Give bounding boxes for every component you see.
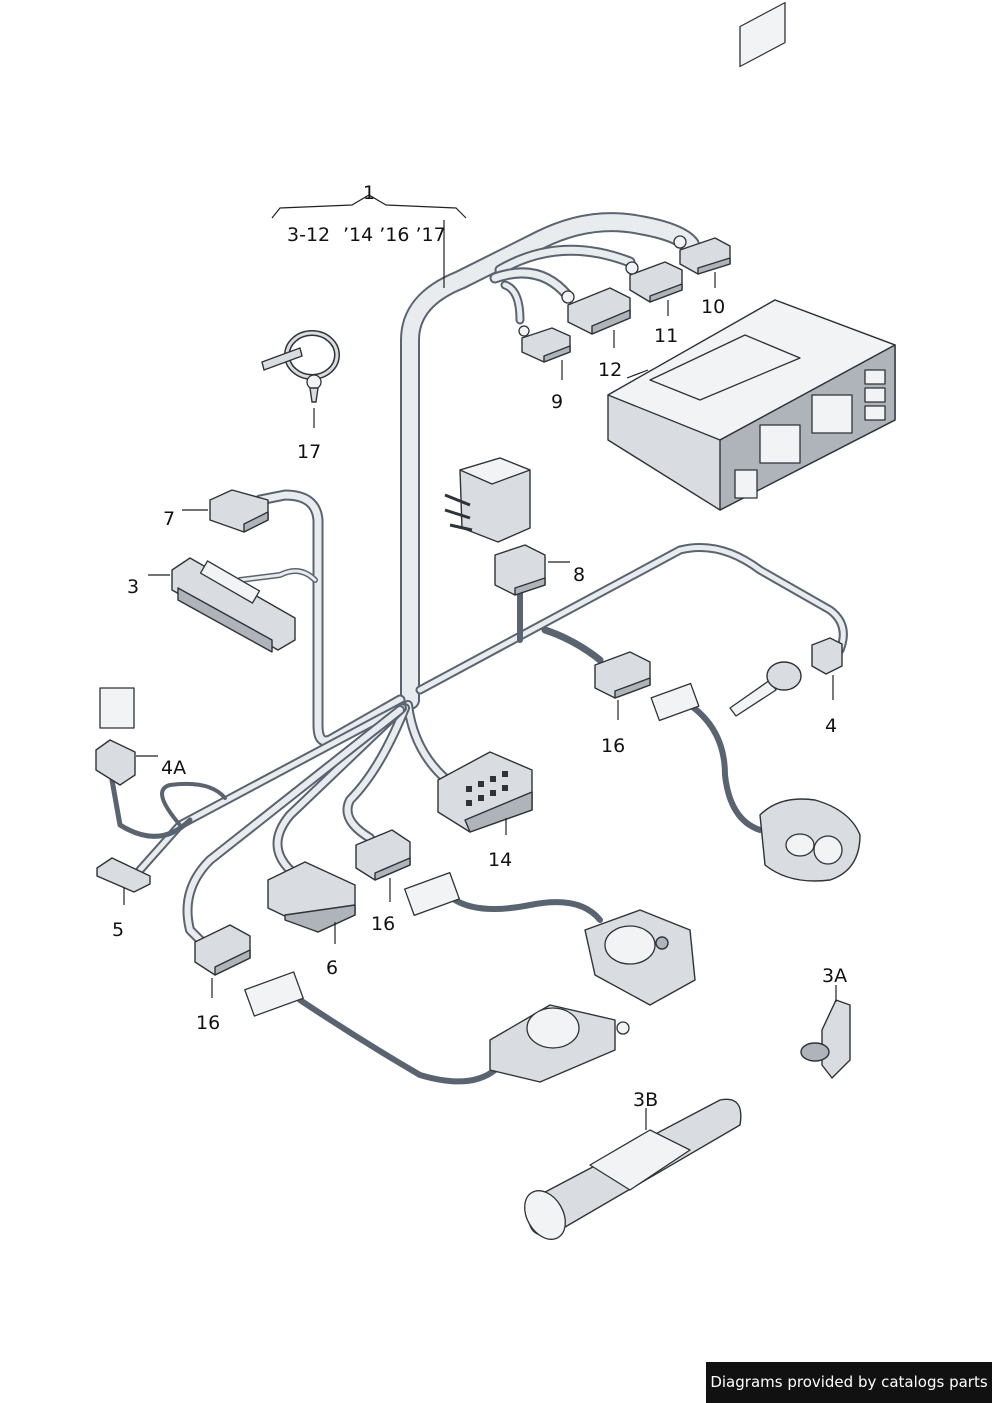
servo-motor-lower bbox=[244, 971, 630, 1085]
connector-16-middle bbox=[355, 829, 411, 881]
callout-6: 6 bbox=[326, 957, 338, 979]
callout-1: 1 bbox=[363, 182, 375, 204]
callout-3B: 3B bbox=[633, 1089, 658, 1111]
callout-range-b: ’14 ’16 ’17 bbox=[343, 224, 446, 246]
callout-5: 5 bbox=[112, 919, 124, 941]
connector-6 bbox=[267, 861, 356, 933]
connector-8 bbox=[494, 544, 546, 596]
connector-5 bbox=[96, 857, 151, 893]
connector-16-right bbox=[594, 651, 651, 699]
clip-3B bbox=[524, 1098, 742, 1240]
leader-lines bbox=[123, 194, 837, 1130]
connector-9 bbox=[518, 325, 571, 363]
clip-3A bbox=[800, 999, 851, 1079]
callout-16-right: 16 bbox=[601, 735, 625, 757]
callout-4A: 4A bbox=[161, 757, 186, 779]
servo-motor-right bbox=[650, 682, 861, 882]
connector-7 bbox=[209, 489, 269, 533]
cable-tie-17 bbox=[261, 330, 340, 403]
footer-credit: Diagrams provided by catalogs parts bbox=[706, 1362, 992, 1403]
connector-14 bbox=[437, 751, 533, 833]
connector-16-left bbox=[194, 924, 251, 976]
callout-14: 14 bbox=[488, 849, 512, 871]
callout-10: 10 bbox=[701, 296, 725, 318]
wiring-harness bbox=[109, 212, 848, 950]
servo-motor-middle bbox=[404, 871, 696, 1006]
connector-3 bbox=[171, 557, 296, 653]
callout-labels: 1 3-12 ’14 ’16 ’17 10 11 12 9 17 7 3 8 4… bbox=[112, 182, 847, 1111]
callout-12: 12 bbox=[598, 359, 622, 381]
bulb-holder-4A bbox=[95, 687, 136, 786]
sensor-4 bbox=[729, 637, 843, 717]
callout-16-middle: 16 bbox=[371, 913, 395, 935]
callout-4: 4 bbox=[825, 715, 837, 737]
connector-10 bbox=[673, 235, 731, 275]
callout-9: 9 bbox=[551, 391, 563, 413]
callout-16-left: 16 bbox=[196, 1012, 220, 1034]
relay bbox=[444, 457, 531, 543]
callout-3A: 3A bbox=[822, 965, 847, 987]
callout-17: 17 bbox=[297, 441, 321, 463]
control-panel-buttons bbox=[734, 369, 886, 499]
callout-7: 7 bbox=[163, 508, 175, 530]
connector-11 bbox=[625, 261, 683, 303]
connector-12 bbox=[561, 287, 631, 335]
climate-control-unit bbox=[607, 1, 896, 511]
callout-3: 3 bbox=[127, 576, 139, 598]
callout-range-a: 3-12 bbox=[287, 224, 330, 246]
callout-8: 8 bbox=[573, 564, 585, 586]
callout-11: 11 bbox=[654, 325, 678, 347]
